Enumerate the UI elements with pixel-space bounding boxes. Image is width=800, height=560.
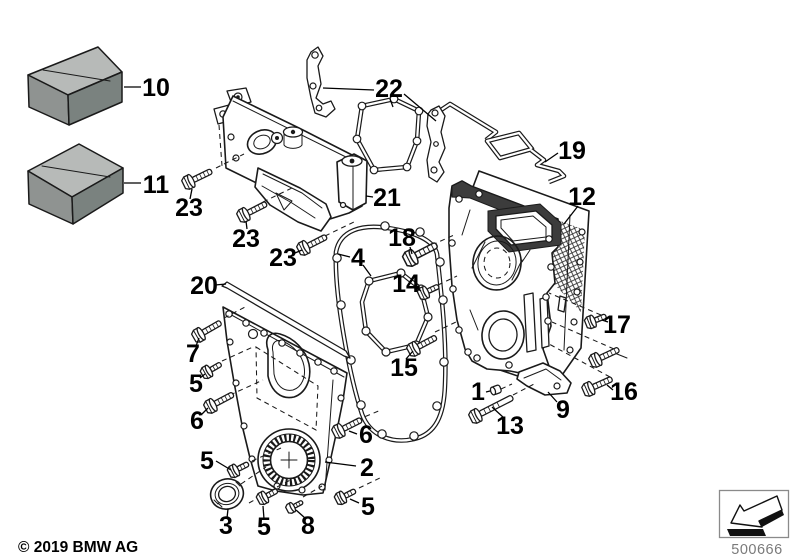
leader-line-4 [362,264,372,277]
leader-line-23 [189,188,193,200]
leader-line-8 [295,509,306,519]
callout-9[interactable]: 9 [556,396,570,424]
leader-line-14 [414,286,422,292]
callout-18[interactable]: 18 [388,224,416,252]
screw-5-4 [332,484,359,507]
leader-line-22 [403,93,437,122]
lower-bore [481,310,525,360]
callout-14[interactable]: 14 [392,270,420,298]
direction-arrow-icon [727,495,784,536]
cover-21-bracket [254,167,332,232]
assembly-dashed-lines [215,124,615,504]
cover-21-right-boss [336,153,368,211]
callout-23[interactable]: 23 [232,225,260,253]
leader-line-12 [563,205,579,225]
timing-case-cover-lower-2 [222,306,348,496]
leader-line-5 [215,460,232,471]
callout-5[interactable]: 5 [200,447,214,475]
leader-line-22 [322,87,375,91]
leader-line-4 [337,253,351,258]
timing-case-gasket-tall [332,221,449,443]
leader-line-13 [491,406,505,419]
cover-support-foot [516,362,572,396]
leader-line-7 [195,337,200,347]
upper-opening [265,332,311,399]
callout-15[interactable]: 15 [390,354,418,382]
leader-line-5 [262,505,265,520]
leader-line-16 [606,384,614,391]
callout-5[interactable]: 5 [257,513,271,541]
leader-line-5 [199,373,206,379]
callout-5[interactable]: 5 [189,370,203,398]
part-number-stamp: 500666 [718,489,790,558]
callout-2[interactable]: 2 [360,454,374,482]
callout-7[interactable]: 7 [186,340,200,368]
leader-line-18 [409,246,413,255]
gasket-bolt-tabs [332,221,449,441]
callout-22[interactable]: 22 [375,75,403,103]
shaft-seal-ring-3 [209,478,245,510]
sealing-rail-20 [221,281,351,359]
leader-line-21 [365,195,374,198]
gasket-strip-left-22 [306,46,336,118]
callout-21[interactable]: 21 [373,184,401,212]
callout-20[interactable]: 20 [190,272,218,300]
gasket-strip-right-22 [426,105,446,183]
callout-12[interactable]: 12 [568,183,596,211]
callout-11[interactable]: 11 [143,171,170,199]
cover-21-left-ring [246,129,284,155]
hidden-tensioner-outline [255,346,319,431]
callout-3[interactable]: 3 [219,512,233,540]
callout-6[interactable]: 6 [190,407,204,435]
screw-23-1 [179,164,216,192]
copyright: © 2019 BMW AG [18,539,138,556]
screw-23-3 [294,229,331,258]
plug-1 [488,383,503,397]
crankshaft-bore [257,428,321,492]
leader-line-22 [389,98,394,108]
screw-23-2 [234,196,271,225]
profile-seal-19 [433,101,567,185]
leader-line-5 [349,498,360,504]
leader-line-9 [547,391,558,403]
leader-line-20 [214,283,227,286]
callout-8[interactable]: 8 [301,512,315,540]
leader-line-3 [226,508,229,519]
timing-case-cover-rear [448,180,562,378]
upper-bore [472,235,522,291]
leader-line-17 [601,319,609,323]
callout-19[interactable]: 19 [558,137,586,165]
cover-21-center-boss [282,126,304,149]
callout-4[interactable]: 4 [351,244,365,272]
callout-5[interactable]: 5 [361,493,375,521]
leader-line-1 [485,390,491,393]
leader-line-6 [201,407,209,415]
parts-box-10 [27,46,123,126]
diagram-number: 500666 [731,542,782,558]
leader-line-6 [348,430,358,435]
callout-23[interactable]: 23 [269,244,297,272]
callout-13[interactable]: 13 [496,412,524,440]
leader-line-19 [544,152,559,163]
callout-6[interactable]: 6 [359,421,373,449]
leader-line-2 [324,461,357,467]
callout-16[interactable]: 16 [610,378,638,406]
callout-17[interactable]: 17 [603,311,631,339]
gasket-pentagon-22 [352,94,424,175]
parts-box-11 [27,143,124,225]
timing-case-cover-upper-21 [213,87,368,232]
callout-1[interactable]: 1 [471,378,485,406]
bolt-middle-right [586,342,623,370]
screw-6-1 [201,387,238,416]
leader-line-23 [245,220,248,230]
leader-line-15 [405,350,414,360]
leader-line-23 [294,249,303,254]
callout-23[interactable]: 23 [175,194,203,222]
callout-10[interactable]: 10 [142,74,170,102]
